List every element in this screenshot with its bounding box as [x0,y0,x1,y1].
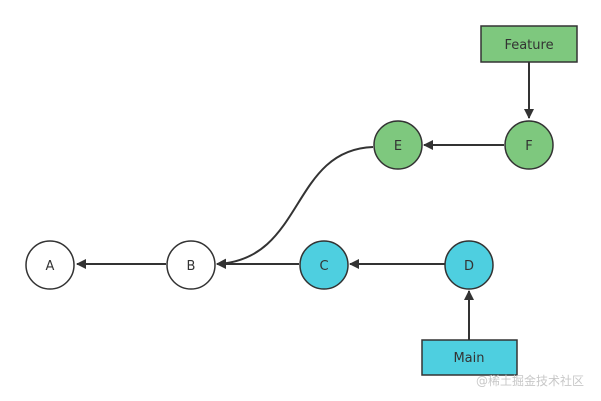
commit-label-f: F [525,139,532,154]
commit-label-b: B [187,259,196,274]
watermark-text: @稀土掘金技术社区 [476,374,585,388]
branch-label-feature-text: Feature [504,38,553,53]
commit-node-b: B [166,240,216,290]
commit-node-f: F [504,120,554,170]
commit-node-e: E [373,120,423,170]
commit-node-d: D [444,240,494,290]
commit-label-a: A [46,259,55,274]
commit-label-e: E [394,139,402,154]
edge-e-to-b [216,146,374,269]
branch-label-main: Main [421,339,518,376]
commit-node-c: C [299,240,349,290]
commit-label-d: D [464,259,474,274]
commit-node-a: A [25,240,75,290]
commit-label-c: C [319,259,328,274]
branch-label-main-text: Main [453,351,484,366]
branch-label-feature: Feature [480,25,578,63]
